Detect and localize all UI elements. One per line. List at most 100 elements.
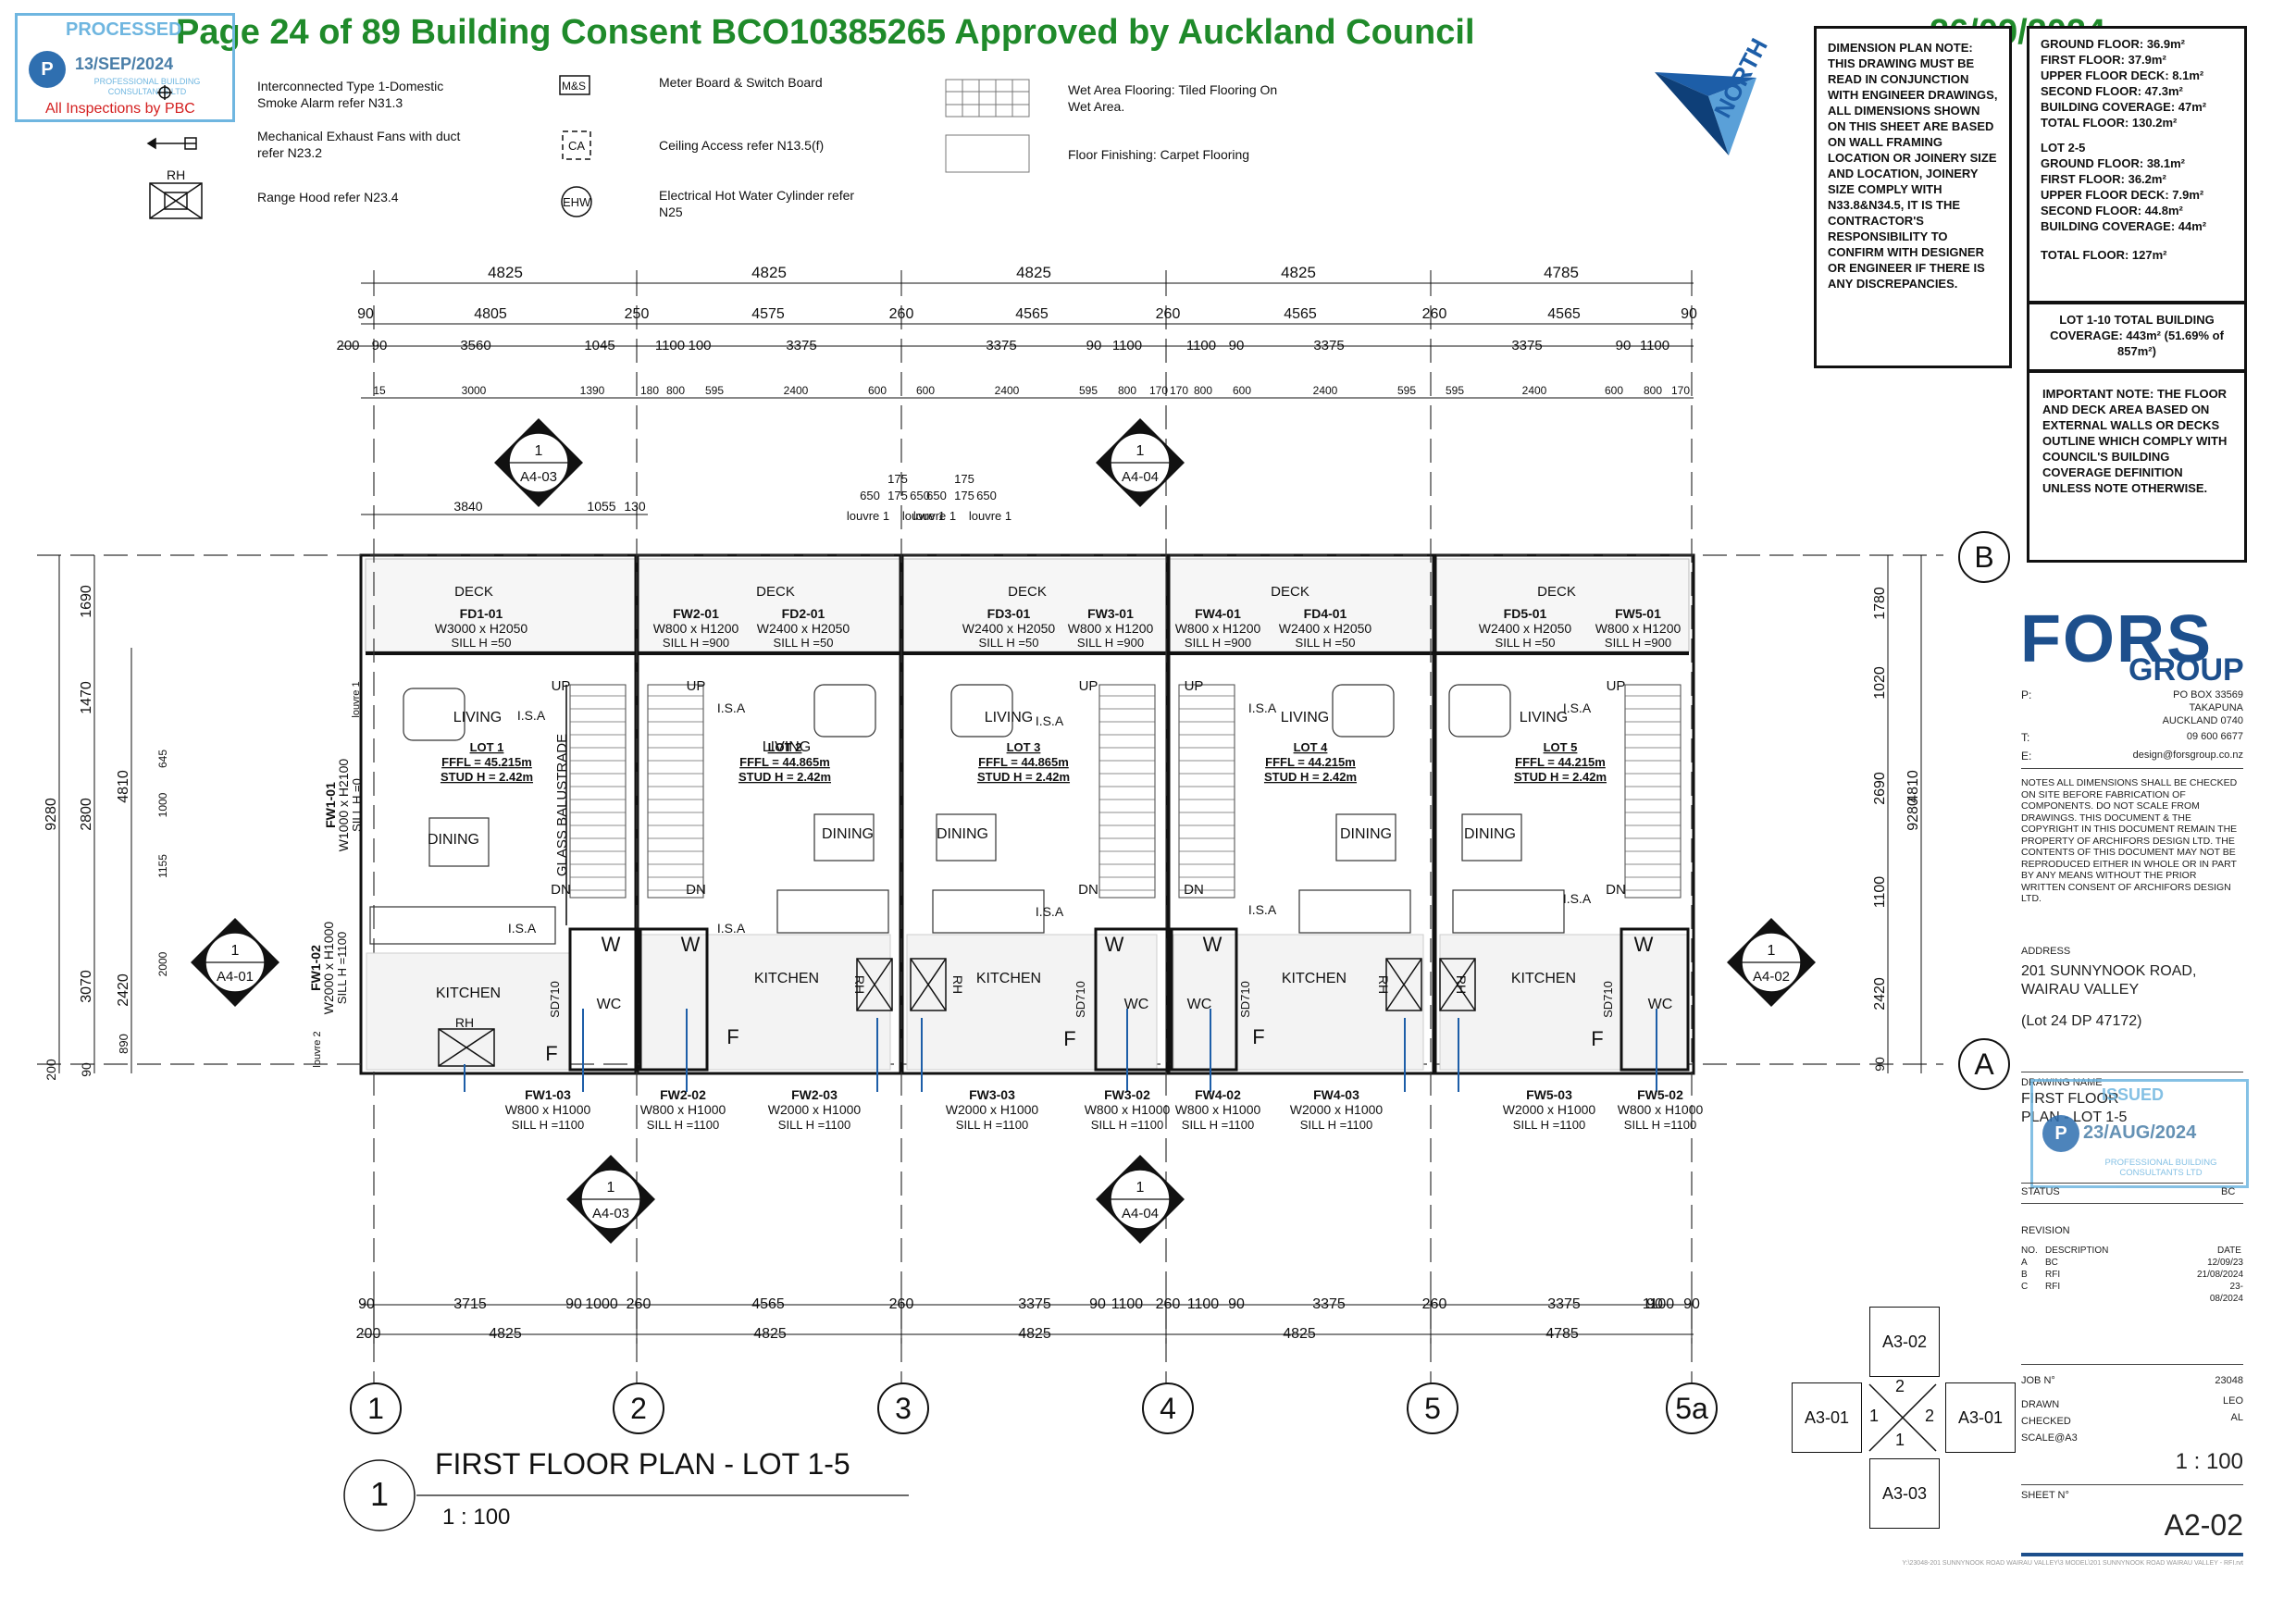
section-marker-ref: A4-04: [1122, 1206, 1159, 1221]
area-line: TOTAL FLOOR: 130.2m²: [2041, 116, 2178, 130]
dimension-bottom-1: 1100: [1643, 1296, 1675, 1312]
window-size: W800 x H1200: [1175, 621, 1261, 636]
dimension-left: 2000: [156, 951, 169, 976]
area-line: GROUND FLOOR: 38.1m²: [2041, 156, 2186, 170]
key-ref-top[interactable]: A3-02: [1869, 1307, 1940, 1377]
dimension-top-overall: 4785: [1544, 264, 1579, 281]
window-size: W800 x H1200: [1068, 621, 1154, 636]
rev-header-desc: DESCRIPTION: [2045, 1246, 2109, 1256]
window-id: FW3-02: [1104, 1087, 1150, 1102]
rev-date: 12/09/23: [2207, 1258, 2243, 1268]
dimension-top-2: 260: [889, 306, 914, 322]
window-size: W2000 x H1000: [1503, 1102, 1596, 1117]
glass-balustrade-label: GLASS BALUSTRADE: [554, 734, 570, 876]
section-marker-ref: A4-02: [1753, 969, 1790, 985]
important-note-box: IMPORTANT NOTE: THE FLOOR AND DECK AREA …: [2027, 370, 2247, 563]
window-size: W800 x H1000: [640, 1102, 726, 1117]
area-schedule-box: GROUND FLOOR: 36.9m² FIRST FLOOR: 37.9m²…: [2027, 26, 2247, 304]
dimension-bottom-1: 3375: [1547, 1296, 1581, 1312]
key-ref-right[interactable]: A3-01: [1945, 1382, 2016, 1453]
deck-area: [365, 558, 1690, 652]
sheet-label: SHEET N°: [2021, 1490, 2069, 1501]
section-marker-number: 1: [1136, 443, 1145, 459]
grid-label-A: A: [1958, 1038, 2010, 1090]
window-id: FD5-01: [1504, 606, 1547, 621]
rev-no: B: [2021, 1270, 2028, 1280]
scale-label: SCALE@A3: [2021, 1432, 2078, 1444]
section-mark[interactable]: [498, 420, 581, 503]
dimension-bottom-1: 1100: [1187, 1296, 1220, 1312]
washer-label: W: [1203, 933, 1222, 956]
dimension-left: 1000: [156, 792, 169, 817]
dimension-top-3: 3375: [1313, 338, 1344, 353]
room-label-living: LIVING: [763, 739, 811, 755]
stair-up-label: UP: [552, 678, 571, 694]
louvre-label: louvre 1: [969, 509, 1011, 523]
window-size: W800 x H1200: [1595, 621, 1682, 636]
window-id: FW3-03: [969, 1087, 1015, 1102]
area-line: FIRST FLOOR: 37.9m²: [2041, 53, 2166, 67]
deck-label: DECK: [1537, 584, 1576, 600]
divider: [2021, 1553, 2243, 1556]
louvre-dimension: 650: [910, 489, 930, 502]
job-number: 23048: [2215, 1375, 2243, 1386]
key-ref-left[interactable]: A3-01: [1792, 1382, 1862, 1453]
deck-dimension: 130: [624, 499, 646, 514]
window-sill: SILL H =900: [663, 636, 729, 650]
dimension-top-4: 800: [1118, 384, 1136, 397]
room-label-living: LIVING: [985, 710, 1033, 725]
dimension-left: 1690: [79, 585, 94, 618]
dimension-left: 200: [43, 1059, 58, 1081]
dimension-top-4: 800: [666, 384, 685, 397]
furniture: [369, 684, 1565, 945]
section-marker-number: 1: [1768, 943, 1776, 959]
dimension-top-overall: 4825: [488, 264, 523, 281]
po-address-line: TAKAPUNA: [2189, 702, 2243, 713]
dimension-top-4: 2400: [995, 384, 1020, 397]
site-address: 201 SUNNYNOOK ROAD, WAIRAU VALLEY (Lot 2…: [2021, 962, 2196, 1031]
dimension-right: 90: [1872, 1057, 1887, 1072]
window-id: FW4-02: [1195, 1087, 1241, 1102]
legend-hot-water: Electrical Hot Water Cylinder refer N25: [659, 188, 855, 219]
dimension-bottom-2: 4825: [1018, 1326, 1051, 1342]
area-line: UPPER FLOOR DECK: 7.9m²: [2041, 188, 2204, 202]
dimension-left: 1470: [79, 681, 94, 714]
room-label-kitchen: KITCHEN: [1511, 971, 1576, 986]
dimension-right: 2690: [1872, 772, 1888, 805]
svg-text:M&S: M&S: [562, 80, 586, 93]
room-label-dining: DINING: [937, 826, 988, 842]
section-marker-number: 1: [231, 943, 240, 959]
north-arrow-icon: [1655, 72, 1756, 155]
email-link[interactable]: design@forsgroup.co.nz: [2132, 750, 2243, 761]
key-num-right: 2: [1925, 1407, 1935, 1425]
dimension-bottom-2: 4825: [753, 1326, 787, 1342]
dimension-top-3: 1100: [655, 338, 685, 353]
important-note-text: IMPORTANT NOTE: THE FLOOR AND DECK AREA …: [2042, 387, 2228, 495]
room-label-kitchen: KITCHEN: [1282, 971, 1347, 986]
dimension-top-3: 100: [688, 338, 711, 353]
dimension-top-4: 3000: [462, 384, 487, 397]
po-address: PO BOX 33569 TAKAPUNA AUCKLAND 0740: [2091, 688, 2243, 727]
section-marker-number: 1: [607, 1180, 615, 1196]
area-line: BUILDING COVERAGE: 44m²: [2041, 219, 2207, 233]
legend-ceiling-access: Ceiling Access refer N13.5(f): [659, 138, 825, 153]
washer-label: W: [1105, 933, 1124, 956]
window-sill: SILL H =900: [1077, 636, 1144, 650]
window-sill: SILL H =1100: [335, 932, 349, 1004]
grid-label-1: 1: [350, 1382, 402, 1434]
dimension-top-4: 170: [1671, 384, 1690, 397]
dimension-top-2: 90: [357, 306, 374, 322]
lot-ffl: FFFL = 45.215m: [441, 755, 532, 769]
key-ref-bottom[interactable]: A3-03: [1869, 1458, 1940, 1529]
plan-number: 1: [369, 1475, 390, 1513]
grid-label-5: 5: [1407, 1382, 1458, 1434]
drawing-notes: NOTES ALL DIMENSIONS SHALL BE CHECKED ON…: [2021, 777, 2238, 904]
sliding-door-label: SD710: [1601, 981, 1615, 1018]
stair-down-label: DN: [1184, 882, 1204, 898]
room-label-dining: DINING: [428, 832, 479, 848]
dimension-top-3: 90: [1086, 338, 1102, 353]
window-id: FW2-02: [660, 1087, 706, 1102]
section-marker-ref: A4-03: [592, 1206, 629, 1221]
room-label-living: LIVING: [1281, 710, 1329, 725]
